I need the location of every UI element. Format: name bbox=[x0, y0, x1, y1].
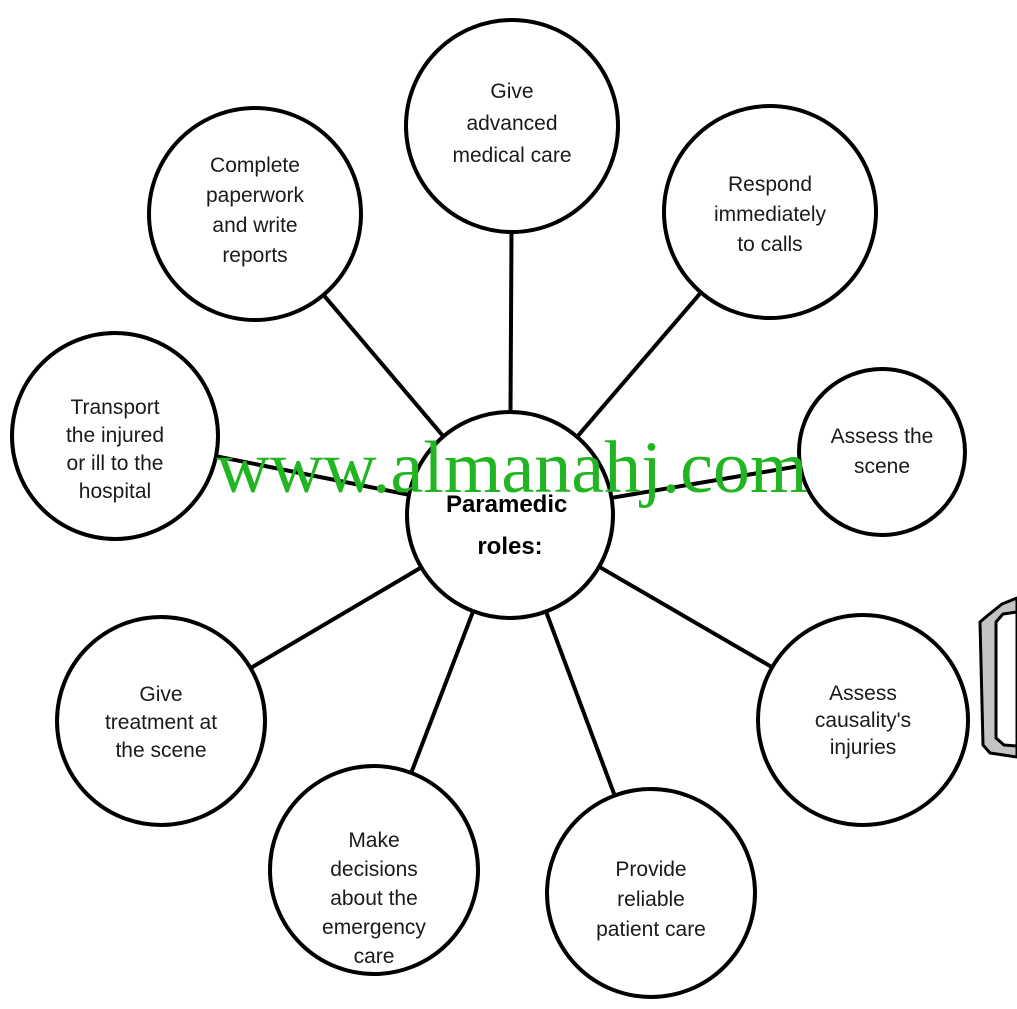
label-line: about the bbox=[330, 887, 418, 910]
label-respond-immediately: Respond immediately to calls bbox=[714, 173, 827, 256]
connector-treatment-at-scene bbox=[249, 565, 423, 670]
node-assess-scene: Assess the scene bbox=[797, 367, 967, 537]
connector-give-advanced-medical-care bbox=[508, 231, 514, 413]
monitor-clipart-icon bbox=[978, 596, 1017, 759]
node-reliable-patient-care: Provide reliable patient care bbox=[545, 787, 757, 999]
label-line: Transport bbox=[70, 396, 159, 419]
label-line: Give bbox=[490, 80, 533, 103]
label-line: reliable bbox=[617, 888, 685, 911]
circle-reliable-patient-care bbox=[545, 787, 757, 999]
label-treatment-at-scene: Give treatment at the scene bbox=[105, 683, 217, 762]
label-line: scene bbox=[854, 455, 910, 478]
label-line: decisions bbox=[330, 858, 418, 881]
connector-assess-injuries bbox=[598, 564, 774, 670]
label-make-decisions: Make decisions about the emergency care bbox=[322, 829, 426, 968]
node-treatment-at-scene: Give treatment at the scene bbox=[55, 615, 267, 827]
label-line: reports bbox=[222, 244, 287, 267]
connector-make-decisions bbox=[409, 610, 476, 774]
circle-complete-paperwork bbox=[147, 106, 363, 322]
circle-respond-immediately bbox=[662, 104, 878, 320]
connector-assess-scene bbox=[611, 463, 801, 500]
circle-transport-injured bbox=[10, 331, 220, 541]
connector-complete-paperwork bbox=[321, 293, 445, 438]
label-line: patient care bbox=[596, 918, 706, 941]
connector-reliable-patient-care bbox=[544, 610, 617, 797]
node-make-decisions: Make decisions about the emergency care bbox=[268, 764, 480, 976]
center-label-line-1: Paramedic bbox=[446, 491, 567, 518]
center-circle bbox=[405, 410, 615, 620]
center-label: Paramedic roles: bbox=[446, 491, 574, 560]
center-label-line-2: roles: bbox=[477, 533, 542, 560]
label-line: hospital bbox=[79, 480, 151, 503]
node-complete-paperwork: Complete paperwork and write reports bbox=[147, 106, 363, 322]
label-assess-injuries: Assess causality's injuries bbox=[815, 682, 911, 759]
label-line: the injured bbox=[66, 424, 164, 447]
label-line: treatment at bbox=[105, 711, 217, 734]
center-node: Paramedic roles: bbox=[405, 410, 615, 620]
circle-assess-scene bbox=[797, 367, 967, 537]
label-line: causality's bbox=[815, 709, 911, 732]
label-line: paperwork bbox=[206, 184, 305, 207]
label-line: Give bbox=[139, 683, 182, 706]
label-line: the scene bbox=[115, 739, 206, 762]
label-give-advanced-medical-care: Give advanced medical care bbox=[452, 80, 571, 167]
connector-respond-immediately bbox=[575, 291, 703, 439]
label-transport-injured: Transport the injured or ill to the hospita… bbox=[66, 396, 164, 503]
label-complete-paperwork: Complete paperwork and write reports bbox=[206, 154, 305, 267]
node-transport-injured: Transport the injured or ill to the hospita… bbox=[10, 331, 220, 541]
circle-assess-injuries bbox=[756, 613, 970, 827]
label-line: to calls bbox=[737, 233, 802, 256]
label-line: advanced bbox=[466, 112, 557, 135]
label-line: Respond bbox=[728, 173, 812, 196]
connector-lines bbox=[215, 231, 801, 797]
label-reliable-patient-care: Provide reliable patient care bbox=[596, 858, 706, 941]
node-assess-injuries: Assess causality's injuries bbox=[756, 613, 970, 827]
label-line: care bbox=[354, 945, 395, 968]
label-assess-scene: Assess the scene bbox=[831, 425, 934, 478]
label-line: Make bbox=[348, 829, 399, 852]
label-line: immediately bbox=[714, 203, 827, 226]
label-line: Complete bbox=[210, 154, 300, 177]
label-line: emergency bbox=[322, 916, 426, 939]
connector-transport-injured bbox=[215, 454, 410, 497]
label-line: or ill to the bbox=[67, 452, 164, 475]
circle-give-advanced-medical-care bbox=[404, 18, 620, 234]
node-give-advanced-medical-care: Give advanced medical care bbox=[404, 18, 620, 234]
label-line: and write bbox=[212, 214, 297, 237]
label-line: medical care bbox=[452, 144, 571, 167]
watermark-text: www.almanahj.com bbox=[216, 427, 807, 509]
circle-treatment-at-scene bbox=[55, 615, 267, 827]
label-line: injuries bbox=[830, 736, 897, 759]
label-line: Provide bbox=[615, 858, 686, 881]
node-respond-immediately: Respond immediately to calls bbox=[662, 104, 878, 320]
label-line: Assess the bbox=[831, 425, 934, 448]
circle-make-decisions bbox=[268, 764, 480, 976]
label-line: Assess bbox=[829, 682, 897, 705]
